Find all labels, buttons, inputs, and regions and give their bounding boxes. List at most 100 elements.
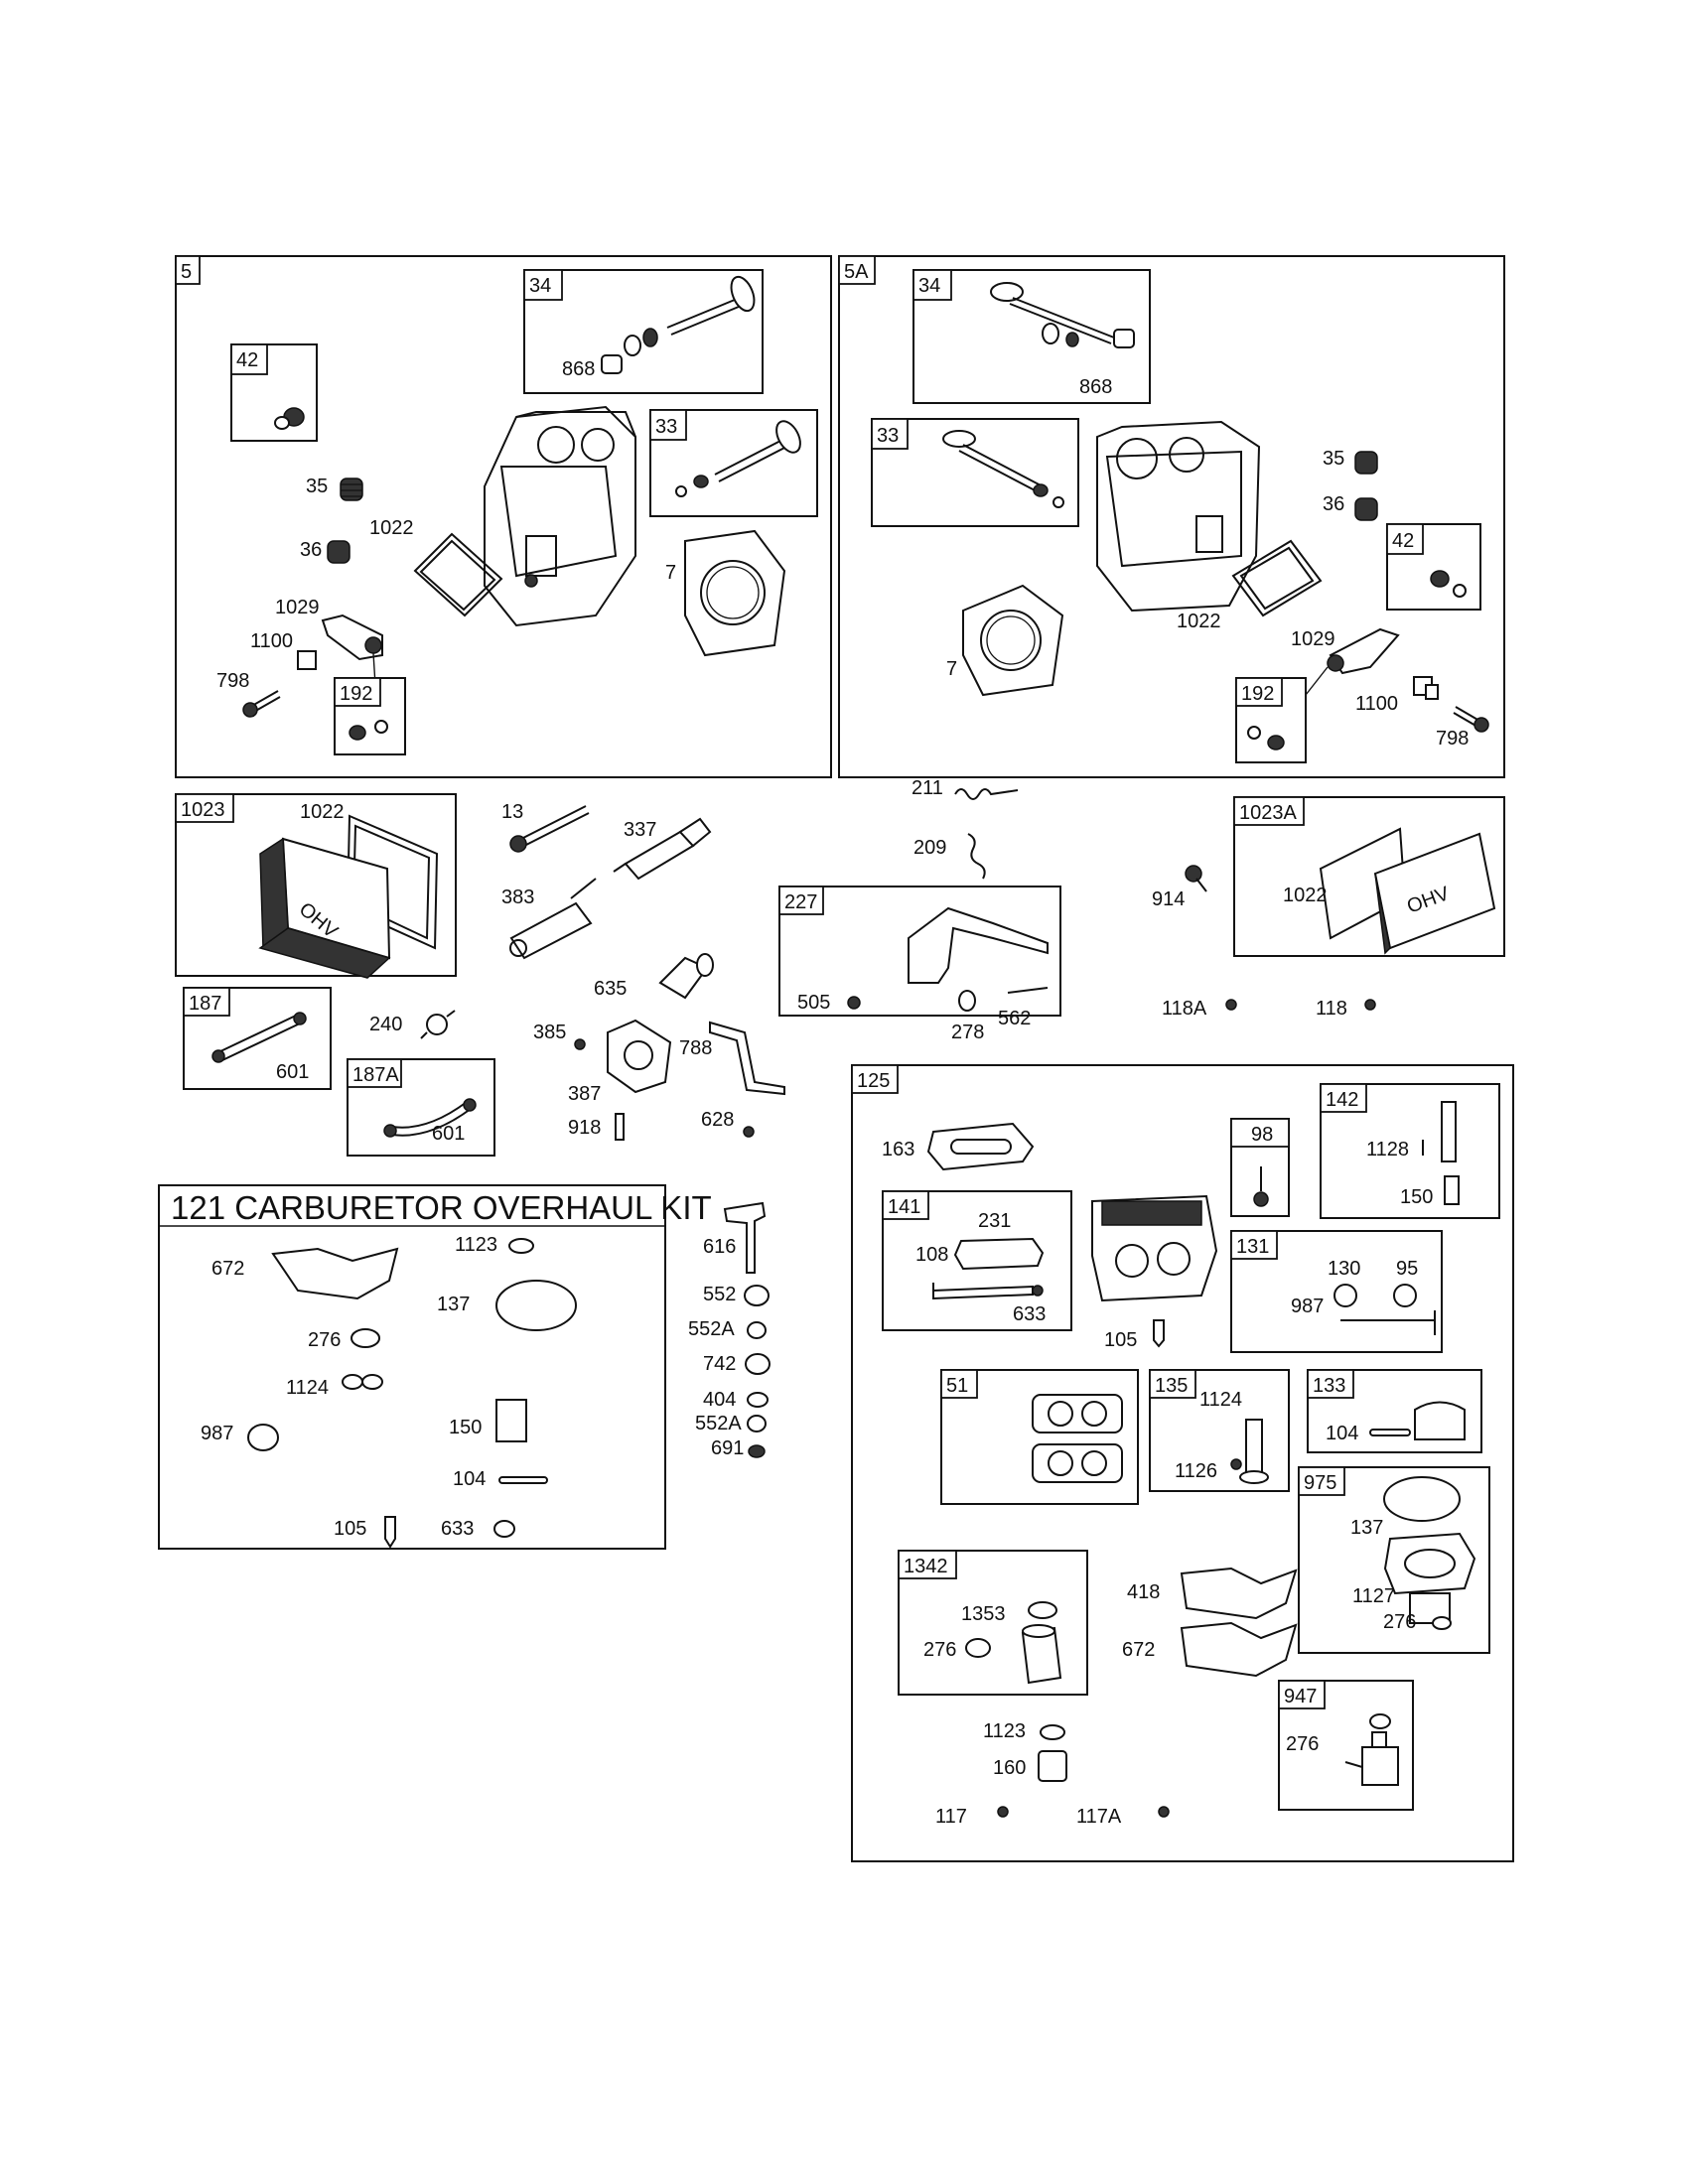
screw-icon <box>1158 1806 1170 1818</box>
cylinder-gasket-icon <box>962 584 1064 697</box>
label-231: 231 <box>978 1210 1011 1232</box>
fuel-pump-icon <box>1239 1419 1269 1484</box>
panel-187: 187 601 <box>183 987 332 1090</box>
panel-125-tag: 125 <box>857 1070 890 1092</box>
rocker-nut-icon <box>1247 726 1285 751</box>
panel-5a: 5A 34 868 33 35 <box>838 255 1505 778</box>
panel-5a-tag: 5A <box>844 261 869 283</box>
valve-keeper-icon <box>1430 570 1467 598</box>
label-601: 601 <box>432 1123 465 1145</box>
rocker-guide-icon <box>297 650 317 670</box>
panel-125: 125 163 98 142 1128 150 141 231 108 633 <box>851 1064 1514 1862</box>
float-bowl-icon <box>1383 1532 1476 1624</box>
label-35: 35 <box>1323 448 1344 470</box>
gasket-icon <box>1180 1621 1298 1678</box>
label-160: 160 <box>993 1757 1026 1779</box>
label-7: 7 <box>665 562 676 584</box>
label-987: 987 <box>201 1423 233 1444</box>
washer-icon <box>748 1444 766 1458</box>
valve-icon <box>990 282 1135 348</box>
washer-icon <box>965 1638 991 1658</box>
mounting-gasket-icon <box>1032 1394 1123 1483</box>
label-918: 918 <box>568 1117 601 1139</box>
choke-shaft-icon <box>1333 1284 1436 1335</box>
label-552a: 552A <box>695 1413 742 1434</box>
panel-5-192-tag: 192 <box>340 683 372 705</box>
label-1022: 1022 <box>300 801 345 823</box>
label-276: 276 <box>308 1329 341 1351</box>
screw-icon <box>1007 987 1049 994</box>
panel-1023: 1023 1022 OHV <box>175 793 457 979</box>
label-13: 13 <box>501 801 523 823</box>
label-1022: 1022 <box>1177 611 1221 632</box>
plate-icon <box>1441 1101 1457 1162</box>
bowl-nut-icon <box>1021 1624 1062 1685</box>
label-633: 633 <box>441 1518 474 1540</box>
needle-icon <box>1153 1319 1165 1348</box>
label-672: 672 <box>1122 1639 1155 1661</box>
exhaust-valve-icon <box>675 420 801 497</box>
panel-187a: 187A 601 <box>347 1058 495 1157</box>
fuel-solenoid-icon <box>1344 1731 1399 1786</box>
panel-135-tag: 135 <box>1155 1375 1188 1397</box>
panel-5-42-tag: 42 <box>236 349 258 371</box>
panel-98-tag: 98 <box>1251 1124 1273 1146</box>
valve-spring-icon <box>1354 497 1378 521</box>
label-672: 672 <box>211 1258 244 1280</box>
spark-plug-icon <box>613 817 712 881</box>
label-914: 914 <box>1152 888 1185 910</box>
spring-icon <box>967 833 986 880</box>
washer-icon <box>1032 1285 1044 1297</box>
label-1100: 1100 <box>250 630 293 652</box>
label-798: 798 <box>216 670 249 692</box>
jet-icon <box>747 1321 767 1339</box>
label-1353: 1353 <box>961 1603 1006 1625</box>
o-ring-icon <box>1040 1724 1065 1740</box>
valve-spring-icon <box>1354 451 1378 475</box>
label-1128: 1128 <box>1366 1139 1409 1160</box>
label-278: 278 <box>951 1022 984 1043</box>
gasket-icon <box>271 1247 399 1300</box>
o-ring-icon <box>1028 1601 1057 1619</box>
head-gasket-icon <box>413 532 503 617</box>
panel-51-tag: 51 <box>946 1375 968 1397</box>
label-276: 276 <box>923 1639 956 1661</box>
label-118a: 118A <box>1162 998 1207 1020</box>
label-7: 7 <box>946 658 957 680</box>
bolt-icon <box>509 805 590 853</box>
valve-cover-icon: OHV <box>258 837 391 979</box>
carburetor-body-icon <box>1091 1194 1218 1302</box>
label-788: 788 <box>679 1037 712 1059</box>
bowl-gasket-icon <box>1383 1476 1461 1522</box>
label-118: 118 <box>1316 998 1347 1020</box>
rocker-nut-icon <box>349 720 388 741</box>
carburetor-overhaul-kit-panel: 121 CARBURETOR OVERHAUL KIT 672 1123 137… <box>158 1184 712 1550</box>
label-383: 383 <box>501 887 534 908</box>
label-211: 211 <box>912 777 943 799</box>
label-276: 276 <box>1286 1733 1319 1755</box>
float-icon <box>1414 1401 1466 1440</box>
cover-gasket-icon <box>926 1122 1035 1171</box>
intake-adapter-icon <box>607 1019 672 1094</box>
washer-icon <box>247 1424 279 1451</box>
label-1126: 1126 <box>1175 1460 1217 1482</box>
fuel-filter-icon <box>420 1010 456 1039</box>
ignition-coil-icon <box>509 878 597 960</box>
seal-icon <box>342 1374 383 1390</box>
label-868: 868 <box>1079 376 1112 398</box>
rocker-stud-icon <box>242 690 281 718</box>
kit-title: 121 CARBURETOR OVERHAUL KIT <box>171 1189 712 1226</box>
label-628: 628 <box>701 1109 734 1131</box>
label-562: 562 <box>998 1008 1031 1029</box>
float-valve-seat-icon <box>495 1399 527 1442</box>
o-ring-icon <box>508 1238 534 1254</box>
jet-icon <box>1038 1750 1067 1782</box>
label-137: 137 <box>437 1294 470 1315</box>
panel-5a-34-tag: 34 <box>918 275 940 297</box>
pin-icon <box>615 1113 625 1141</box>
o-ring-icon <box>747 1392 769 1408</box>
rocker-arm-icon <box>321 614 383 686</box>
label-385: 385 <box>533 1022 566 1043</box>
rocker-guide-icon <box>1413 676 1439 700</box>
